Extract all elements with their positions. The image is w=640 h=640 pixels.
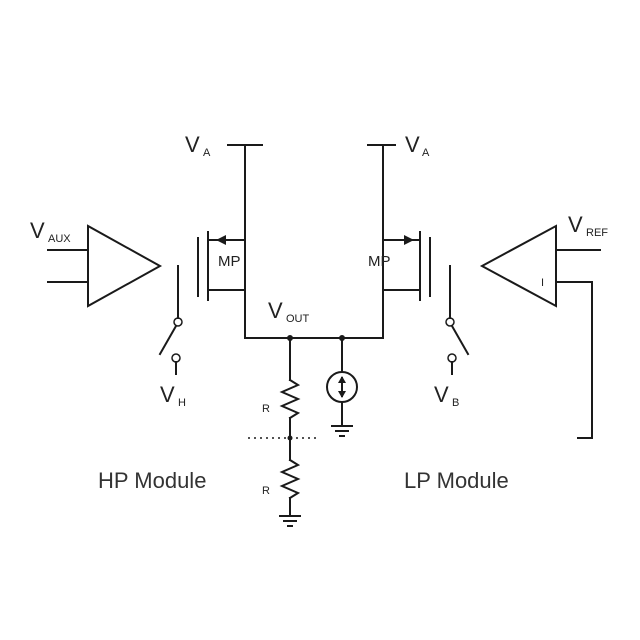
label-vb: V: [434, 382, 449, 407]
label-supply-left-sub: A: [203, 147, 211, 159]
amplifier-hp: V AUX: [30, 218, 163, 308]
label-vb-sub: B: [452, 397, 459, 409]
arrow-icon: [404, 235, 414, 245]
transistor-lp: MP: [368, 231, 451, 319]
resistor-r2: R: [262, 458, 301, 515]
arrow-icon: [216, 235, 226, 245]
amplifier-lp: V REF I: [479, 212, 608, 439]
label-supply-right-sub: A: [422, 147, 430, 159]
label-vh-sub: H: [178, 397, 186, 409]
label-mp-left: MP: [218, 253, 241, 270]
output-node: V OUT: [244, 289, 384, 341]
resistor-r1: R: [262, 337, 301, 461]
label-vbias: V: [568, 212, 583, 237]
switch-hp: V H: [158, 317, 186, 409]
supply-left: V A: [185, 132, 263, 291]
label-r1: R: [262, 403, 270, 415]
label-mp-right: MP: [368, 253, 391, 270]
label-hp-module: HP Module: [98, 468, 206, 493]
label-vaux-sub: AUX: [48, 233, 71, 245]
label-vout-sub: OUT: [286, 313, 310, 325]
transistor-hp: MP: [177, 231, 246, 319]
label-lp-module: LP Module: [404, 468, 509, 493]
supply-right: V A: [367, 132, 430, 291]
label-supply-left: V: [185, 132, 200, 157]
label-vh: V: [160, 382, 175, 407]
label-vaux: V: [30, 218, 45, 243]
label-r2: R: [262, 485, 270, 497]
label-vout: V: [268, 298, 283, 323]
ground-icon: [279, 515, 301, 527]
label-supply-right: V: [405, 132, 420, 157]
label-vbias-sub: REF: [586, 227, 608, 239]
current-source: [326, 337, 358, 437]
label-amp-pin: I: [541, 277, 544, 289]
switch-lp: V B: [434, 317, 470, 409]
